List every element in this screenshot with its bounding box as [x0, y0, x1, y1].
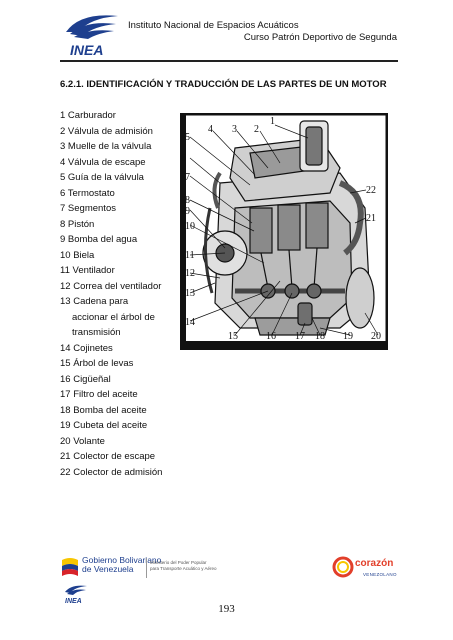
part-item: 1 Carburador [60, 110, 116, 121]
part-item: 8 Pistón [60, 218, 95, 230]
figure-label: 12 [185, 268, 195, 279]
ministry-line2: para Transporte Acuático y Aéreo [150, 565, 217, 571]
ministry-line1: Ministerio del Poder Popular [150, 560, 207, 565]
corazon-logo-text: corazón [355, 558, 394, 569]
gov-line2: de Venezuela [82, 564, 134, 574]
part-item-continued: transmisión [72, 327, 121, 338]
gov-line1: Gobierno Bolivariano [82, 555, 162, 565]
figure-label: 2 [254, 124, 259, 135]
part-item: 11 Ventilador [60, 265, 115, 276]
figure-label: 5 [185, 132, 190, 143]
figure-label: 4 [208, 124, 213, 135]
venezuela-flag-icon [62, 558, 78, 576]
inea-small-logo-text: INEA [65, 598, 82, 605]
part-item-continued: accionar el árbol de [72, 311, 155, 323]
document-header: Instituto Nacional de Espacios Acuáticos… [128, 20, 397, 44]
header-divider [60, 60, 398, 62]
figure-label: 11 [185, 250, 195, 261]
part-item: 19 Cubeta del aceite [60, 420, 148, 431]
inea-logo: INEA [66, 15, 118, 58]
figure-label: 22 [366, 185, 376, 196]
inea-small-logo: INEA [65, 585, 87, 605]
inea-logo-text: INEA [70, 42, 103, 58]
part-item: 6 Termostato [60, 187, 115, 199]
part-item: 17 Filtro del aceite [60, 389, 138, 400]
figure-label: 18 [315, 331, 325, 342]
figure-label: 1 [270, 116, 275, 127]
leader-lines [189, 124, 379, 336]
heart-icon [332, 556, 354, 578]
figure-label: 17 [295, 331, 305, 342]
figure-label: 21 [366, 213, 376, 224]
figure-label: 9 [185, 206, 190, 217]
gov-logo-text: Gobierno Bolivariano de Venezuela [82, 556, 161, 574]
page-number: 193 [218, 603, 235, 615]
engine-illustration [202, 120, 375, 336]
part-item: 10 Biela [60, 249, 95, 261]
part-item: 2 Válvula de admisión [60, 125, 153, 137]
part-item: 12 Correa del ventilador [60, 280, 162, 292]
part-item: 22 Colector de admisión [60, 466, 163, 478]
figure-label: 3 [232, 124, 237, 135]
parts-list: 1 Carburador 2 Válvula de admisión 3 Mue… [60, 108, 185, 480]
header-course: Curso Patrón Deportivo de Segunda [243, 32, 397, 43]
part-item: 20 Volante [60, 435, 105, 447]
part-item: 4 Válvula de escape [60, 156, 146, 168]
figure-label: 14 [185, 317, 195, 328]
figure-label: 15 [228, 331, 238, 342]
part-item: 3 Muelle de la válvula [60, 141, 152, 152]
figure-label: 6 [181, 153, 186, 164]
part-item: 9 Bomba del agua [60, 234, 138, 245]
figure-label: 7 [185, 172, 190, 183]
section-title: 6.2.1. IDENTIFICACIÓN Y TRADUCCIÓN DE LA… [60, 79, 387, 90]
figure-label: 16 [266, 331, 276, 342]
part-item: 5 Guía de la válvula [60, 172, 144, 183]
engine-diagram: 4 3 2 1 5 6 7 8 9 10 11 12 13 14 22 21 1… [180, 113, 388, 350]
footer-divider [146, 558, 147, 578]
corazon-logo-subtext: VENEZOLANO [363, 572, 397, 577]
part-item: 18 Bomba del aceite [60, 404, 147, 416]
figure-label: 13 [185, 288, 195, 299]
part-item: 14 Cojinetes [60, 342, 113, 354]
part-item: 16 Cigüeñal [60, 373, 111, 385]
figure-label: 8 [185, 195, 190, 206]
part-item: 13 Cadena para [60, 296, 129, 307]
figure-label: 10 [185, 221, 195, 232]
part-item: 21 Colector de escape [60, 451, 156, 462]
header-institution: Instituto Nacional de Espacios Acuáticos [128, 20, 299, 31]
ministry-text: Ministerio del Poder Popular para Transp… [150, 560, 217, 571]
part-item: 15 Árbol de levas [60, 358, 134, 369]
part-item: 7 Segmentos [60, 203, 116, 214]
figure-label: 19 [343, 331, 353, 342]
figure-label: 20 [371, 331, 381, 342]
